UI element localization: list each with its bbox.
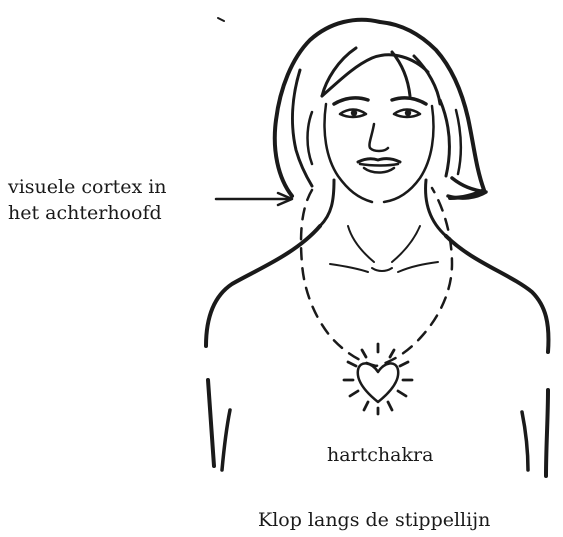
heart-rays — [344, 344, 412, 414]
label-visual-cortex-line2: het achterhoofd — [8, 200, 167, 226]
neck-left — [320, 180, 334, 226]
armpit-left — [222, 410, 230, 470]
torso-right — [546, 390, 548, 476]
shoulder-right — [446, 236, 548, 352]
hair-strand-right — [440, 100, 449, 176]
stray-mark — [218, 18, 224, 21]
face-left-contour — [325, 104, 373, 202]
armpit-right — [522, 412, 528, 470]
pupil-right — [405, 110, 411, 116]
label-visual-cortex-line1: visuele cortex in — [8, 174, 167, 200]
neck-detail-left — [348, 226, 374, 262]
hair-fringe-1 — [322, 55, 428, 96]
shoulder-left — [206, 226, 320, 346]
heart-shape — [358, 363, 398, 402]
eyebrow-right — [392, 98, 426, 104]
collarbone-right — [398, 262, 438, 272]
caption: Klop langs de stippellijn — [258, 508, 490, 532]
torso-left — [208, 380, 214, 466]
mouth-line — [360, 164, 398, 166]
mouth-upper-lip — [358, 159, 400, 162]
arrow-right-icon — [216, 193, 292, 205]
label-visual-cortex: visuele cortex in het achterhoofd — [8, 174, 167, 226]
pupil-left — [351, 110, 357, 116]
mouth-lower-lip — [364, 168, 394, 173]
hair-strand-left-2 — [308, 112, 313, 164]
label-heart-chakra: hartchakra — [327, 442, 433, 468]
neck-detail-right — [392, 226, 420, 262]
heart-icon — [358, 363, 398, 402]
jugular-notch — [372, 268, 392, 271]
eyebrow-left — [334, 98, 368, 104]
nose — [369, 124, 388, 151]
neck-right — [426, 180, 446, 236]
collarbone-left — [330, 264, 368, 272]
hair-strand-right-2 — [456, 110, 461, 174]
